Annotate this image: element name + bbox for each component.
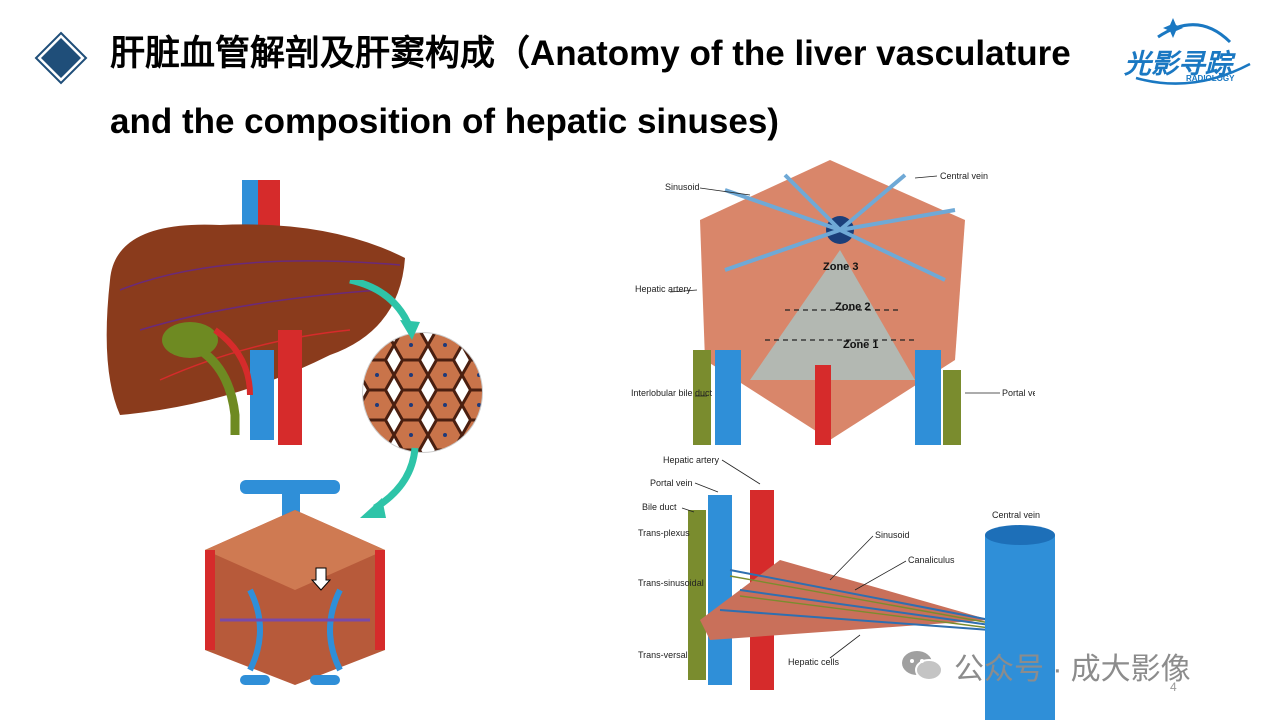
lobule-cube-illustration	[205, 480, 385, 685]
page-number: 4	[1170, 680, 1177, 694]
label-sin-sinusoid: Sinusoid	[875, 530, 910, 540]
label-interlobular-bile-duct: Interlobular bile duct	[631, 388, 713, 398]
label-central-vein: Central vein	[940, 171, 988, 181]
hepatic-lobule-zones-figure: Zone 3 Zone 2 Zone 1 Sinusoid Central ve…	[631, 160, 1035, 445]
title-diamond-icon	[34, 31, 88, 85]
label-trans-versal: Trans-versal	[638, 650, 688, 660]
logo-subtext: RADIOLOGY	[1186, 74, 1235, 83]
wechat-icon	[902, 651, 943, 681]
label-zone1: Zone 1	[843, 339, 878, 351]
label-zone3: Zone 3	[823, 261, 858, 273]
label-hepatic-cells: Hepatic cells	[788, 657, 840, 667]
label-sin-central-vein: Central vein	[992, 510, 1040, 520]
sinusoid-structure-figure: Hepatic artery Portal vein Bile duct Tra…	[638, 455, 1055, 720]
zoom-arrows	[349, 280, 420, 518]
logo-text: 光影寻踪	[1124, 49, 1232, 79]
label-sin-hepatic-artery: Hepatic artery	[663, 455, 720, 465]
lobule-magnified-circle	[362, 332, 483, 453]
slide-title: 肝脏血管解剖及肝窦构成（Anatomy of the liver vascula…	[110, 34, 1071, 141]
label-portal-vein: Portal vein	[1002, 388, 1035, 398]
radiology-logo: 光影寻踪 RADIOLOGY	[1118, 12, 1268, 92]
label-sinusoid: Sinusoid	[665, 182, 700, 192]
label-zone2: Zone 2	[835, 301, 870, 313]
watermark: 公众号 · 成大影像	[900, 646, 1191, 686]
logo-mark-icon	[1135, 18, 1251, 85]
label-trans-plexus: Trans-plexus	[638, 528, 690, 538]
label-trans-sinusoidal: Trans-sinusoidal	[638, 578, 704, 588]
liver-illustration	[106, 180, 406, 445]
label-sin-bile-duct: Bile duct	[642, 502, 677, 512]
label-hepatic-artery: Hepatic artery	[635, 284, 692, 294]
label-sin-portal-vein: Portal vein	[650, 478, 693, 488]
label-canaliculus: Canaliculus	[908, 555, 955, 565]
watermark-text: 公众号 · 成大影像	[954, 653, 1191, 686]
